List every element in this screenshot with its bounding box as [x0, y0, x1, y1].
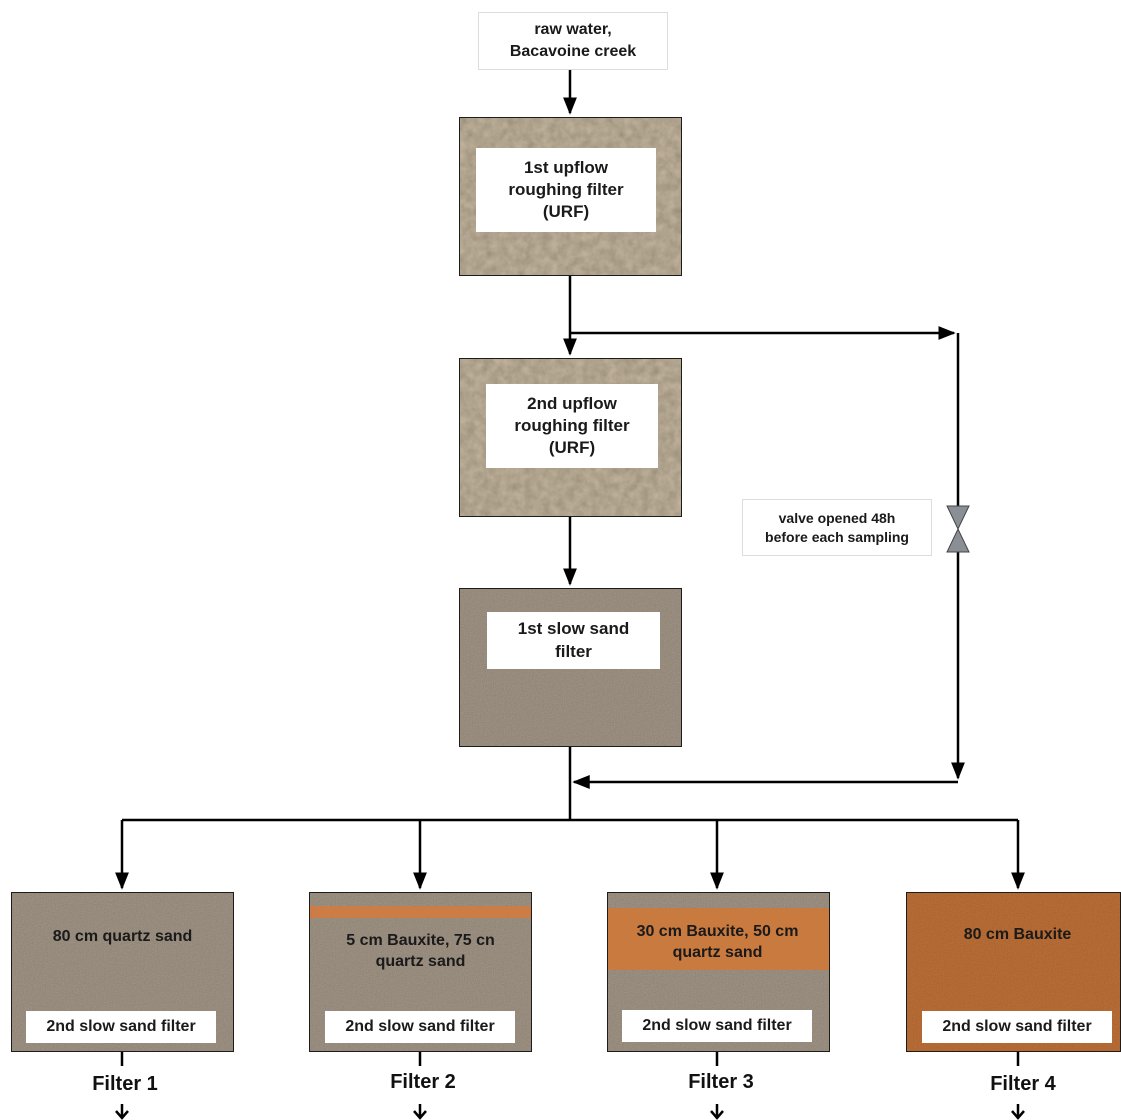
urf2-label: 2nd upflow roughing filter (URF): [486, 384, 658, 468]
ssf1-label: 1st slow sand filter: [487, 612, 660, 669]
filter3-title: Filter 3: [688, 1071, 754, 1093]
filter2-stage-label: 2nd slow sand filter: [325, 1011, 515, 1043]
valve-note: valve opened 48h before each sampling: [742, 499, 932, 556]
filter2-media-label: 5 cm Bauxite, 75 cn quartz sand: [346, 932, 495, 970]
filter1-stage-label: 2nd slow sand filter: [26, 1011, 216, 1043]
outflow-arrows: [115, 1104, 1025, 1120]
filter1-media-label: 80 cm quartz sand: [52, 927, 193, 945]
filter4-stage-label: 2nd slow sand filter: [922, 1011, 1112, 1043]
connectors: [115, 70, 1025, 1066]
filter4-title: Filter 4: [990, 1073, 1056, 1095]
source-label: raw water, Bacavoine creek: [478, 12, 668, 70]
filter2-bauxite-layer: [310, 906, 531, 918]
filter1-title: Filter 1: [92, 1073, 158, 1095]
filter3-bauxite-layer: [608, 908, 829, 970]
filter2-title: Filter 2: [390, 1071, 456, 1093]
filter4-media-label: 80 cm Bauxite: [963, 925, 1072, 943]
filter3-media-label: 30 cm Bauxite, 50 cm quartz sand: [636, 923, 799, 961]
filter3-stage-label: 2nd slow sand filter: [622, 1010, 812, 1042]
valve-icon: [946, 505, 970, 553]
urf1-label: 1st upflow roughing filter (URF): [476, 148, 656, 232]
